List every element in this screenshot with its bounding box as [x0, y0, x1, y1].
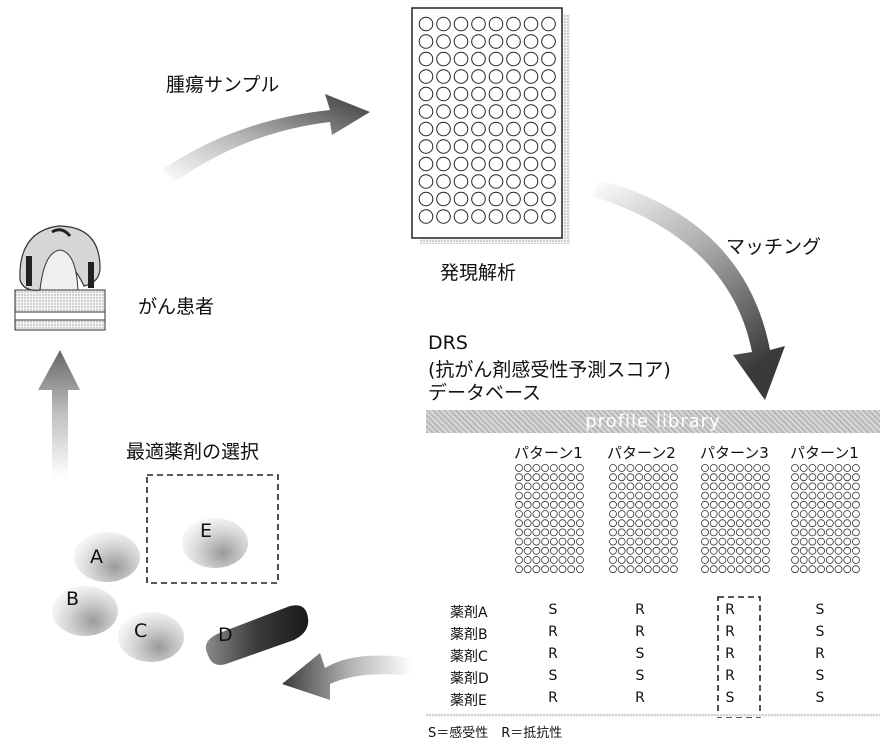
pill-a — [74, 532, 140, 582]
label-optimal-drug: 最適薬剤の選択 — [126, 441, 260, 463]
arrow-to-drugs — [282, 653, 412, 700]
tumor-tissue-icon — [14, 225, 106, 331]
drug-table-cell: S — [548, 602, 558, 618]
label-matching: マッチング — [726, 236, 822, 258]
drug-table-cell: R — [548, 624, 558, 640]
pattern-header-1: パターン1 — [514, 444, 583, 462]
pill-c — [118, 612, 184, 662]
drug-table-cell: R — [815, 646, 825, 662]
drug-table-cell: S — [815, 690, 825, 706]
pill-label-e: E — [200, 520, 213, 542]
drug-table-cell: R — [725, 624, 735, 640]
drug-row-name: 薬剤E — [450, 693, 487, 709]
table-bottom-rule — [426, 714, 880, 717]
pill-label-b: B — [66, 588, 80, 610]
drug-row-name: 薬剤D — [450, 671, 489, 687]
arrow-matching — [592, 180, 785, 400]
pill-b — [52, 586, 118, 636]
profile-library-bar — [426, 410, 880, 433]
drug-table-cell: S — [815, 602, 825, 618]
drug-table-cell: R — [548, 646, 558, 662]
drug-table-cell: S — [725, 690, 735, 706]
label-drs-title: DRS — [428, 332, 468, 354]
profile-library-title: profile library — [585, 411, 721, 432]
drug-table-cell: S — [548, 668, 558, 684]
label-tumor-sample: 腫瘍サンプル — [166, 74, 280, 96]
pill-label-c: C — [134, 620, 148, 642]
capsule-d — [205, 605, 309, 665]
pattern-header-3: パターン3 — [700, 444, 769, 462]
legend: S＝感受性 R＝抵抗性 — [428, 726, 563, 741]
pill-label-d: D — [218, 624, 233, 646]
drug-table-cell: R — [725, 668, 735, 684]
label-drs-subtitle: (抗がん剤感受性予測スコア) — [428, 359, 671, 381]
drug-table-cell: S — [815, 668, 825, 684]
pattern-header-2: パターン2 — [607, 444, 676, 462]
drug-table-cell: R — [725, 646, 735, 662]
drug-table-cell: S — [635, 646, 645, 662]
drug-row-name: 薬剤C — [450, 649, 488, 665]
drug-table-cell: R — [635, 624, 645, 640]
drug-table-cell: R — [635, 690, 645, 706]
well-plate — [411, 7, 570, 244]
label-cancer-patient: がん患者 — [138, 296, 215, 318]
drug-row-name: 薬剤B — [450, 627, 488, 643]
drug-table-cell: R — [635, 602, 645, 618]
drug-table-cell: S — [815, 624, 825, 640]
drug-row-name: 薬剤A — [450, 605, 488, 621]
label-drs-database: データベース — [428, 382, 542, 404]
selected-drug-box — [146, 474, 279, 584]
arrow-to-plate — [162, 94, 370, 182]
pill-label-a: A — [90, 546, 103, 568]
drug-table-cell: R — [725, 602, 735, 618]
drug-table-cell: R — [548, 690, 558, 706]
pill-e — [182, 518, 248, 568]
arrow-to-patient — [38, 350, 80, 478]
pattern-header-4: パターン1 — [790, 444, 859, 462]
label-expression-analysis: 発現解析 — [440, 262, 517, 284]
drug-table-cell: S — [635, 668, 645, 684]
pattern-grids — [515, 464, 860, 574]
